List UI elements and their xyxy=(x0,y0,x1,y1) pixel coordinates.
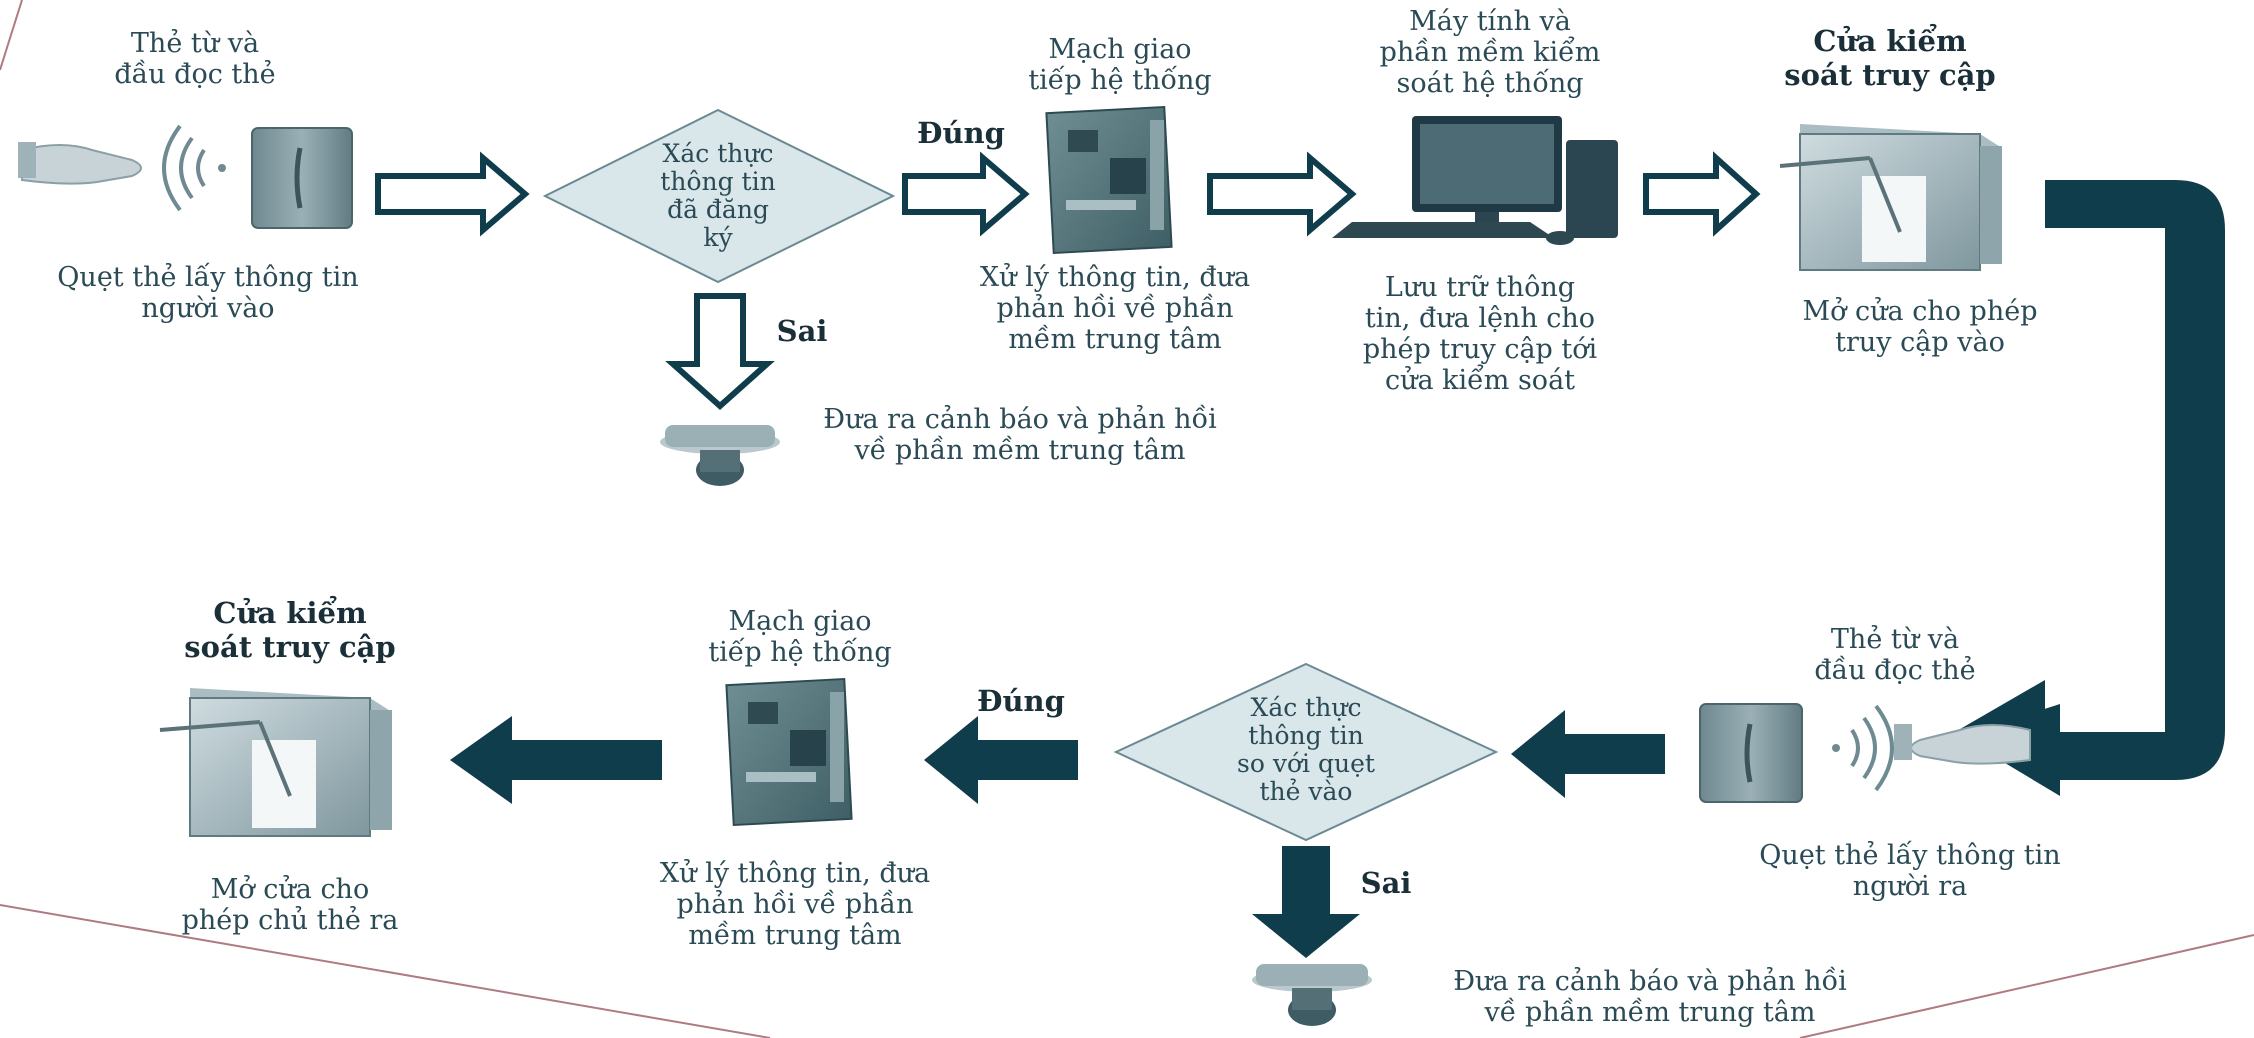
alarm-siren-icon xyxy=(1252,964,1372,1026)
verify-diamond-text-top: Xác thực thông tin đã đăng ký xyxy=(660,139,776,252)
hand-icon xyxy=(1894,724,2031,765)
alarm-siren-icon xyxy=(660,425,780,486)
alarm-caption-top: Đưa ra cảnh báo và phản hồi về phần mềm … xyxy=(823,404,1217,466)
swipe-caption-bottom: Quẹt thẻ lấy thông tin người ra xyxy=(1759,840,2061,902)
no-label-bottom: Sai xyxy=(1360,866,1412,900)
card-reader-icon xyxy=(251,127,353,229)
board-label-bottom: Mạch giao tiếp hệ thống xyxy=(708,606,892,668)
board-label-top: Mạch giao tiếp hệ thống xyxy=(1028,34,1212,96)
verify-diamond-text-bottom: Xác thực thông tin so với quẹt thẻ vào xyxy=(1237,693,1375,806)
flow-arrow-2 xyxy=(902,151,1030,237)
wireless-signal-icon xyxy=(162,124,226,212)
pc-label: Máy tính và phần mềm kiểm soát hệ thống xyxy=(1379,6,1601,99)
control-board-icon xyxy=(725,677,853,827)
computer-icon xyxy=(1332,116,1618,245)
yes-label-top: Đúng xyxy=(917,116,1005,150)
turnstile-gate-icon xyxy=(159,688,392,837)
wireless-signal-icon xyxy=(1832,704,1894,792)
fail-arrow-top xyxy=(665,293,775,411)
control-board-icon xyxy=(1045,105,1173,255)
verify-diamond-shape xyxy=(542,108,896,284)
fail-arrow-bottom xyxy=(1252,846,1360,958)
alarm-caption-bottom: Đưa ra cảnh báo và phản hồi về phần mềm … xyxy=(1453,966,1847,1028)
yes-label-bottom: Đúng xyxy=(977,684,1065,718)
flow-arrow-3 xyxy=(1207,151,1357,237)
hand-icon xyxy=(18,142,142,185)
reader-label-bottom: Thẻ từ và đầu đọc thẻ xyxy=(1814,624,1976,686)
no-label-top: Sai xyxy=(776,314,828,348)
verify-diamond-bottom xyxy=(1113,662,1499,842)
flow-arrow-4 xyxy=(1643,151,1761,237)
return-connector-arrow xyxy=(1955,180,2225,796)
turnstile-gate-icon xyxy=(1779,124,2002,271)
reader-label-top: Thẻ từ và đầu đọc thẻ xyxy=(114,28,276,90)
gate-caption-top: Mở cửa cho phép truy cập vào xyxy=(1802,296,2038,358)
card-reader-icon xyxy=(1699,703,1803,803)
flow-arrow-7 xyxy=(450,716,662,804)
gate-caption-bottom: Mở cửa cho phép chủ thẻ ra xyxy=(181,874,399,936)
gate-title-bottom: Cửa kiểm soát truy cập xyxy=(184,596,396,664)
board-caption-top: Xử lý thông tin, đưa phản hồi về phần mề… xyxy=(979,262,1251,355)
pc-caption: Lưu trữ thông tin, đưa lệnh cho phép tru… xyxy=(1362,272,1598,396)
board-caption-bottom: Xử lý thông tin, đưa phản hồi về phần mề… xyxy=(659,858,931,951)
gate-title-top: Cửa kiểm soát truy cập xyxy=(1784,24,1996,92)
swipe-caption-top: Quẹt thẻ lấy thông tin người vào xyxy=(57,262,359,324)
flow-arrow-6 xyxy=(924,716,1078,804)
flow-arrow-5 xyxy=(1511,710,1665,798)
flow-arrow-1 xyxy=(375,151,530,237)
